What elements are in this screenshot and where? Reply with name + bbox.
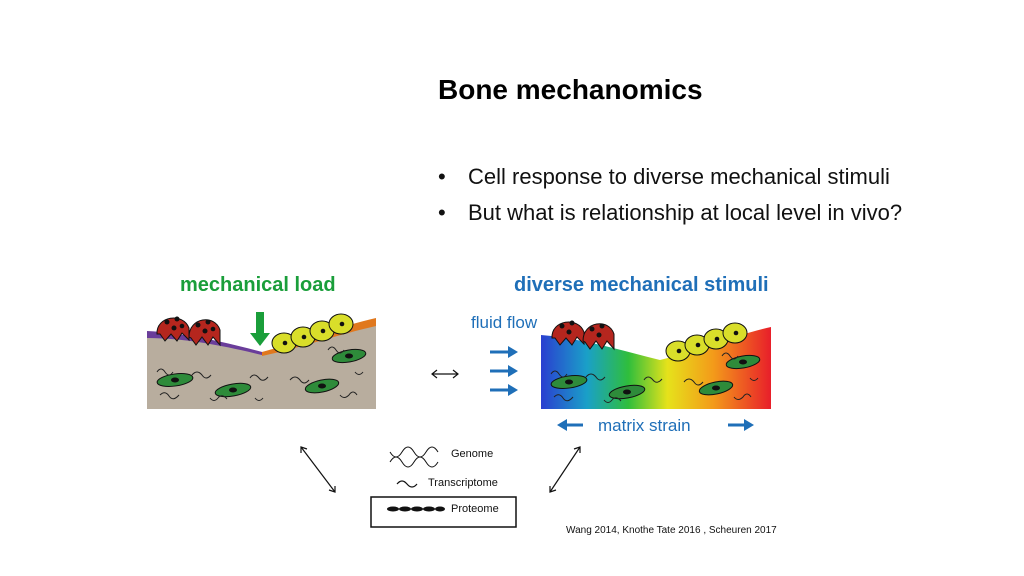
genome-label: Genome (451, 448, 494, 460)
dendrite-processes (156, 346, 364, 401)
right-diagonal-arrow-icon (549, 446, 581, 493)
bullet-marker: • (438, 200, 446, 225)
mechanical-load-label: mechanical load (180, 274, 336, 296)
proteome-box (370, 496, 517, 528)
osteoclast-cell (551, 320, 585, 346)
transcriptome-label: Transcriptome (428, 477, 498, 489)
load-arrow-icon (250, 312, 270, 346)
osteoblast-cells (665, 322, 748, 362)
bullet-item: • Cell response to diverse mechanical sti… (438, 164, 890, 190)
osteoclast-cell (582, 323, 615, 351)
proteome-label: Proteome (451, 503, 499, 515)
osteocyte-nuclei (171, 353, 353, 393)
bullet-text: But what is relationship at local level … (468, 200, 903, 225)
fluid-flow-arrows-icon (490, 346, 518, 396)
osteoblast-cells (271, 313, 354, 354)
double-arrow-icon (431, 369, 459, 379)
matrix-strain-arrows-icon (557, 419, 754, 431)
mechanical-stimuli-label: diverse mechanical stimuli (514, 274, 769, 296)
protein-chain-icon (387, 506, 445, 512)
matrix-strain-label: matrix strain (598, 416, 691, 435)
bullet-text: Cell response to diverse mechanical stim… (468, 164, 890, 189)
osteoclast-cell (156, 316, 190, 342)
left-bone-panel (147, 312, 376, 409)
bullet-item: • But what is relationship at local level… (438, 200, 902, 226)
citation-text: Wang 2014, Knothe Tate 2016 , Scheuren 2… (566, 525, 777, 536)
osteoclast-cell (188, 319, 221, 347)
right-bone-panel (541, 320, 771, 409)
slide-title: Bone mechanomics (438, 74, 703, 105)
fluid-flow-label: fluid flow (471, 313, 538, 332)
dendrite-processes (550, 352, 759, 403)
rna-squiggle-icon (396, 480, 418, 488)
osteocyte-nuclei (565, 359, 747, 395)
left-diagonal-arrow-icon (300, 446, 336, 493)
dna-helix-icon (389, 446, 439, 468)
bullet-marker: • (438, 164, 446, 189)
